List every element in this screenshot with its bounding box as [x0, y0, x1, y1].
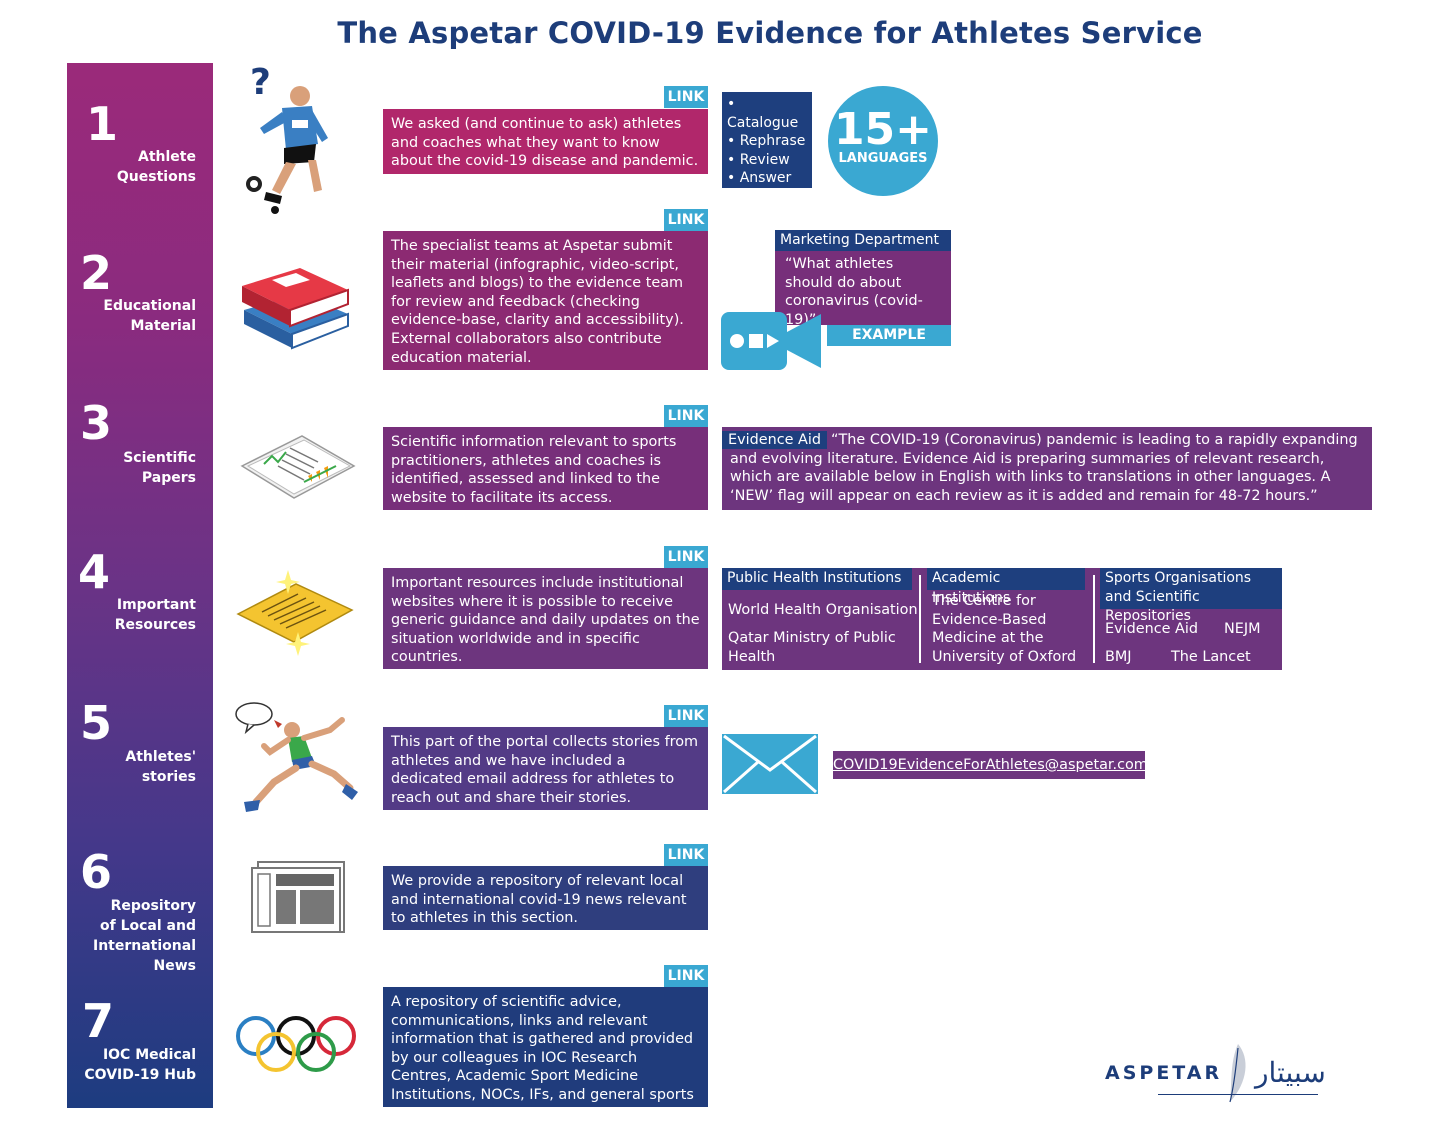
document-icon — [236, 570, 354, 656]
step-number-4: 4 — [78, 545, 111, 599]
step-1-link-button[interactable]: LINK — [664, 86, 708, 108]
marketing-header: Marketing Department — [775, 230, 951, 251]
step-6-description: We provide a repository of relevant loca… — [383, 866, 708, 930]
step-4-link-button[interactable]: LINK — [664, 546, 708, 568]
books-icon — [242, 268, 349, 350]
academic-item-cebm: The Centre for Evidence-Based Medicine a… — [932, 593, 1077, 665]
soccer-player-icon: ? — [246, 64, 328, 214]
step-number-6: 6 — [80, 845, 113, 899]
step-3-description: Scientific information relevant to sport… — [383, 427, 708, 510]
page-title: The Aspetar COVID-19 Evidence for Athlet… — [337, 16, 1203, 50]
step-2-link-button[interactable]: LINK — [664, 209, 708, 231]
sports-item-evidence-aid: Evidence Aid — [1105, 621, 1199, 637]
steps-sidebar — [67, 63, 213, 1108]
aspetar-logo-text: ASPETAR — [1105, 1062, 1223, 1084]
step-number-1: 1 — [86, 97, 119, 151]
sports-header: Sports Organisations and Scientific Repo… — [1100, 568, 1282, 624]
step-number-5: 5 — [80, 696, 113, 750]
logo-underline — [1158, 1094, 1318, 1095]
evidence-aid-quote: Evidence Aid“The COVID-19 (Coronavirus) … — [722, 427, 1372, 510]
step-4-description: Important resources include institutiona… — [383, 568, 708, 669]
runner-icon — [235, 702, 358, 812]
step-3-link-button[interactable]: LINK — [664, 405, 708, 427]
example-video-button[interactable]: EXAMPLE VIDEO — [827, 325, 951, 364]
video-camera-icon — [721, 312, 821, 370]
evidence-aid-label: Evidence Aid — [722, 431, 828, 449]
sports-item-bmj: BMJ — [1105, 649, 1132, 665]
email-link[interactable]: COVID19EvidenceForAthletes@aspetar.com — [833, 751, 1148, 779]
sports-item-nejm: NEJM — [1224, 621, 1261, 637]
public-health-item-who: World Health Organisation — [728, 602, 918, 618]
sports-item-lancet: The Lancet — [1171, 649, 1251, 665]
languages-badge: 15+ LANGUAGES — [828, 86, 938, 196]
step-label-5: Athletes'stories — [125, 749, 196, 785]
step-number-3: 3 — [80, 396, 113, 450]
marketing-quote: “What athletes should do about coronavir… — [775, 251, 951, 328]
olympic-rings-icon — [236, 1016, 356, 1072]
step-7-link-button[interactable]: LINK — [664, 965, 708, 987]
public-health-item-qatar: Qatar Ministry of Public Health — [728, 630, 896, 665]
step-5-link-button[interactable]: LINK — [664, 705, 708, 727]
process-steps-list: • Catalogue • Rephrase • Review • Answer… — [722, 92, 812, 205]
step-number-7: 7 — [82, 994, 115, 1048]
aspetar-logo-arabic: سبيتار — [1255, 1056, 1326, 1089]
resources-divider-1 — [919, 575, 921, 663]
newspaper-icon — [251, 861, 345, 933]
step-6-link-button[interactable]: LINK — [664, 844, 708, 866]
feather-logo-icon — [1229, 1044, 1246, 1103]
papers-icon — [240, 435, 356, 499]
step-7-description: A repository of scientific advice, commu… — [383, 987, 708, 1122]
academic-header: Academic Institutions — [927, 568, 1085, 606]
step-number-2: 2 — [80, 246, 113, 300]
svg-text:?: ? — [250, 64, 271, 103]
email-envelope-icon — [722, 734, 818, 794]
resources-divider-2 — [1093, 575, 1095, 663]
step-5-description: This part of the portal collects stories… — [383, 727, 708, 810]
step-1-description: We asked (and continue to ask) athletes … — [383, 109, 708, 174]
public-health-header: Public Health Institutions — [722, 568, 912, 590]
step-2-description: The specialist teams at Aspetar submit t… — [383, 231, 708, 370]
